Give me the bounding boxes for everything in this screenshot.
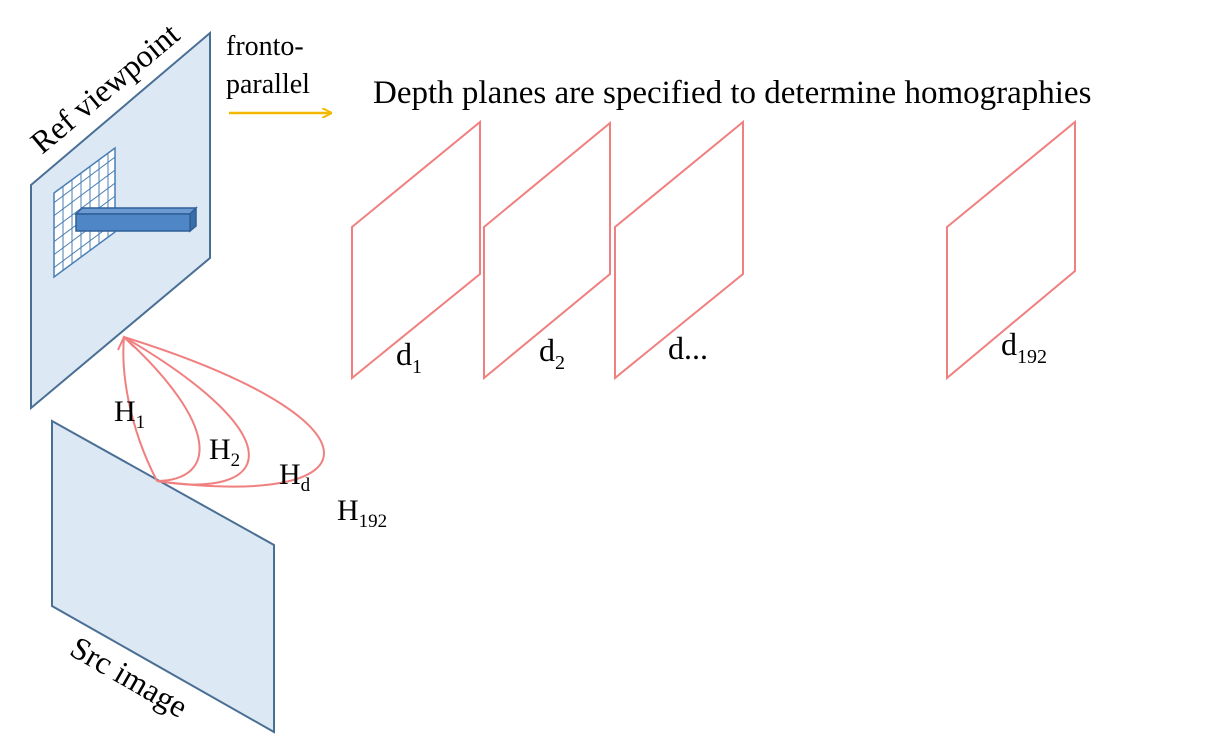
depth-plane-d1 — [351, 119, 481, 381]
homography-label-h192: H192 — [337, 494, 387, 532]
depth-label-d1: d1 — [396, 336, 422, 378]
homography-label-hd: Hd — [279, 458, 311, 496]
homography-label-h1: H1 — [114, 395, 145, 433]
depth-label-d2: d2 — [539, 332, 565, 374]
homography-label-h2: H2 — [209, 433, 240, 471]
fronto-label-line2: parallel — [226, 69, 310, 100]
homography-arrowhead — [117, 335, 135, 351]
depth-plane-d192 — [946, 119, 1076, 381]
depth-label-d-ellipsis: d... — [668, 330, 708, 366]
homography-curves — [117, 335, 325, 488]
homography-curve-h1 — [122, 336, 158, 482]
fronto-label-line1: fronto- — [226, 31, 304, 62]
homography-curve-h192 — [123, 336, 325, 488]
scene-object — [74, 206, 198, 233]
depth-plane-d-ellipsis — [614, 119, 744, 381]
depth-plane-d2 — [483, 120, 611, 381]
homography-curve-h2 — [123, 336, 201, 482]
diagram-heading: Depth planes are specified to determine … — [373, 75, 1091, 111]
depth-label-d192: d192 — [1001, 326, 1047, 368]
src-image-panel — [51, 419, 275, 734]
